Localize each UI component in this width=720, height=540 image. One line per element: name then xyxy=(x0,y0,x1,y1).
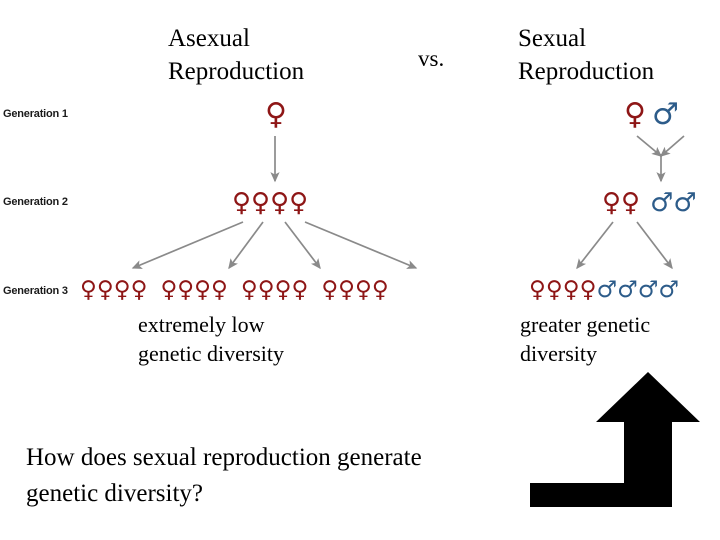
male-symbol: ♂ xyxy=(658,277,679,303)
arrow-sexual-g2-g3-b xyxy=(636,221,673,270)
female-symbol: ♀ xyxy=(338,277,356,303)
offspring-group: ♀ ♀ ♀ ♀ xyxy=(241,279,308,302)
female-symbol: ♀ xyxy=(265,97,287,132)
male-symbol: ♂ xyxy=(650,188,674,218)
asexual-generation-2-row: ♀ ♀ ♀ ♀ xyxy=(232,190,308,216)
male-symbol: ♂ xyxy=(651,97,679,132)
offspring-group: ♀ ♀ ♀ ♀ xyxy=(160,279,227,302)
female-symbol: ♀ xyxy=(562,277,580,303)
male-symbol: ♂ xyxy=(637,277,659,303)
female-symbol: ♀ xyxy=(240,277,258,303)
female-symbol: ♀ xyxy=(251,188,271,218)
female-symbol: ♀ xyxy=(160,277,178,303)
female-symbol: ♀ xyxy=(624,97,646,132)
title-versus: vs. xyxy=(418,46,445,71)
female-symbol: ♀ xyxy=(80,277,97,303)
sexual-generation-2-row: ♀ ♀ ♂ ♂ xyxy=(602,190,697,216)
female-symbol: ♀ xyxy=(289,188,309,218)
female-symbol: ♀ xyxy=(621,188,641,218)
female-symbol: ♀ xyxy=(545,277,563,303)
male-symbol: ♂ xyxy=(617,277,638,303)
arrow-asexual-g2-g3-d xyxy=(304,221,418,269)
female-symbol: ♀ xyxy=(194,277,212,303)
title-asexual-reproduction: Asexual Reproduction xyxy=(168,25,305,85)
sexual-generation-3-row: ♀ ♀ ♀ ♀ ♂ ♂ ♂ ♂ xyxy=(529,279,679,302)
female-symbol: ♀ xyxy=(113,277,131,303)
sexual-generation-1-row: ♀ ♂ xyxy=(624,100,679,130)
arrow-sexual-g2-g3-a xyxy=(576,221,614,270)
female-symbol: ♀ xyxy=(321,277,339,303)
female-symbol: ♀ xyxy=(371,277,389,303)
generation-1-label: Generation 1 xyxy=(3,108,68,120)
female-symbol: ♀ xyxy=(602,188,622,218)
arrow-sexual-parent-male xyxy=(659,135,685,157)
male-symbol: ♂ xyxy=(596,277,618,303)
caption-asexual-diversity: extremely low genetic diversity xyxy=(138,312,285,366)
female-symbol: ♀ xyxy=(529,277,546,303)
female-symbol: ♀ xyxy=(579,277,597,303)
arrow-asexual-g2-g3-b xyxy=(228,221,264,270)
female-symbol: ♀ xyxy=(274,277,292,303)
asexual-generation-3-row: ♀ ♀ ♀ ♀ ♀ ♀ ♀ ♀ ♀ ♀ ♀ ♀ ♀ ♀ ♀ ♀ xyxy=(80,279,389,302)
arrow-asexual-g2-g3-c xyxy=(284,221,321,270)
question-text: How does sexual reproduction generate ge… xyxy=(26,444,422,507)
female-symbol: ♀ xyxy=(291,277,309,303)
arrow-sexual-parent-female xyxy=(636,135,663,157)
female-symbol: ♀ xyxy=(177,277,195,303)
caption-sexual-diversity: greater genetic diversity xyxy=(520,312,651,366)
female-symbol: ♀ xyxy=(270,188,290,218)
generation-3-label: Generation 3 xyxy=(3,285,68,297)
offspring-group: ♀ ♀ ♀ ♀ xyxy=(321,279,388,302)
female-symbol: ♀ xyxy=(96,277,114,303)
asexual-generation-1-row: ♀ xyxy=(265,100,287,130)
male-symbol: ♂ xyxy=(673,188,697,218)
female-symbol: ♀ xyxy=(355,277,372,303)
offspring-group: ♀ ♀ ♀ ♀ xyxy=(80,279,147,302)
arrow-asexual-g2-g3-a xyxy=(131,221,244,269)
female-symbol: ♀ xyxy=(130,277,148,303)
female-symbol: ♀ xyxy=(232,188,252,218)
title-sexual-reproduction: Sexual Reproduction xyxy=(518,25,655,85)
female-symbol: ♀ xyxy=(257,277,275,303)
female-symbol: ♀ xyxy=(211,277,228,303)
generation-2-label: Generation 2 xyxy=(3,196,68,208)
